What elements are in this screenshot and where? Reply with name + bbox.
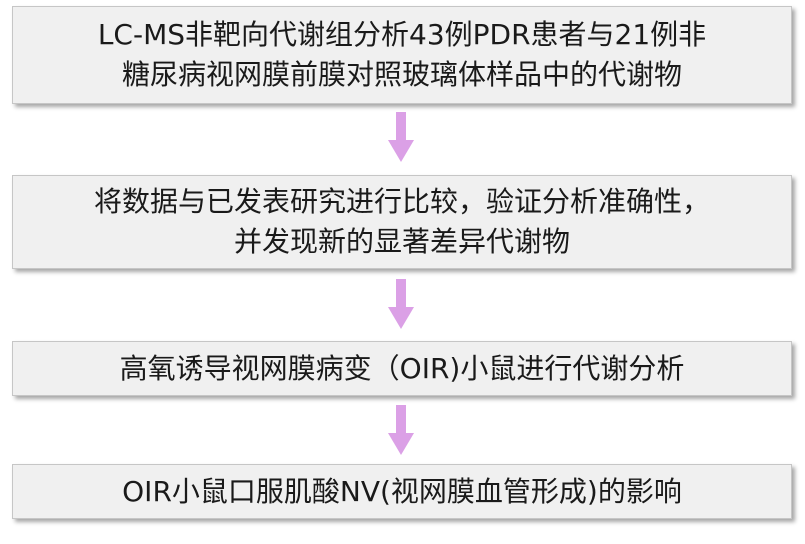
- down-arrow-icon: [388, 112, 414, 162]
- flow-step-3-line-1: 高氧诱导视网膜病变（OIR)小鼠进行代谢分析: [119, 351, 685, 385]
- down-arrow-icon: [388, 405, 414, 455]
- flow-step-1-line-1: LC-MS非靶向代谢组分析43例PDR患者与21例非: [97, 18, 707, 51]
- flow-step-2-line-2: 并发现新的显著差异代谢物: [233, 225, 570, 258]
- flow-step-4: OIR小鼠口服肌酸NV(视网膜血管形成)的影响: [12, 464, 792, 519]
- flow-step-1: LC-MS非靶向代谢组分析43例PDR患者与21例非 糖尿病视网膜前膜对照玻璃体…: [12, 6, 792, 104]
- flow-step-2-line-1: 将数据与已发表研究进行比较，验证分析准确性，: [93, 185, 710, 218]
- down-arrow-icon: [388, 279, 414, 329]
- flow-step-1-line-2: 糖尿病视网膜前膜对照玻璃体样品中的代谢物: [121, 58, 682, 91]
- flow-step-2: 将数据与已发表研究进行比较，验证分析准确性， 并发现新的显著差异代谢物: [12, 175, 792, 269]
- flow-step-3: 高氧诱导视网膜病变（OIR)小鼠进行代谢分析: [12, 341, 792, 396]
- flow-step-4-line-1: OIR小鼠口服肌酸NV(视网膜血管形成)的影响: [122, 474, 682, 508]
